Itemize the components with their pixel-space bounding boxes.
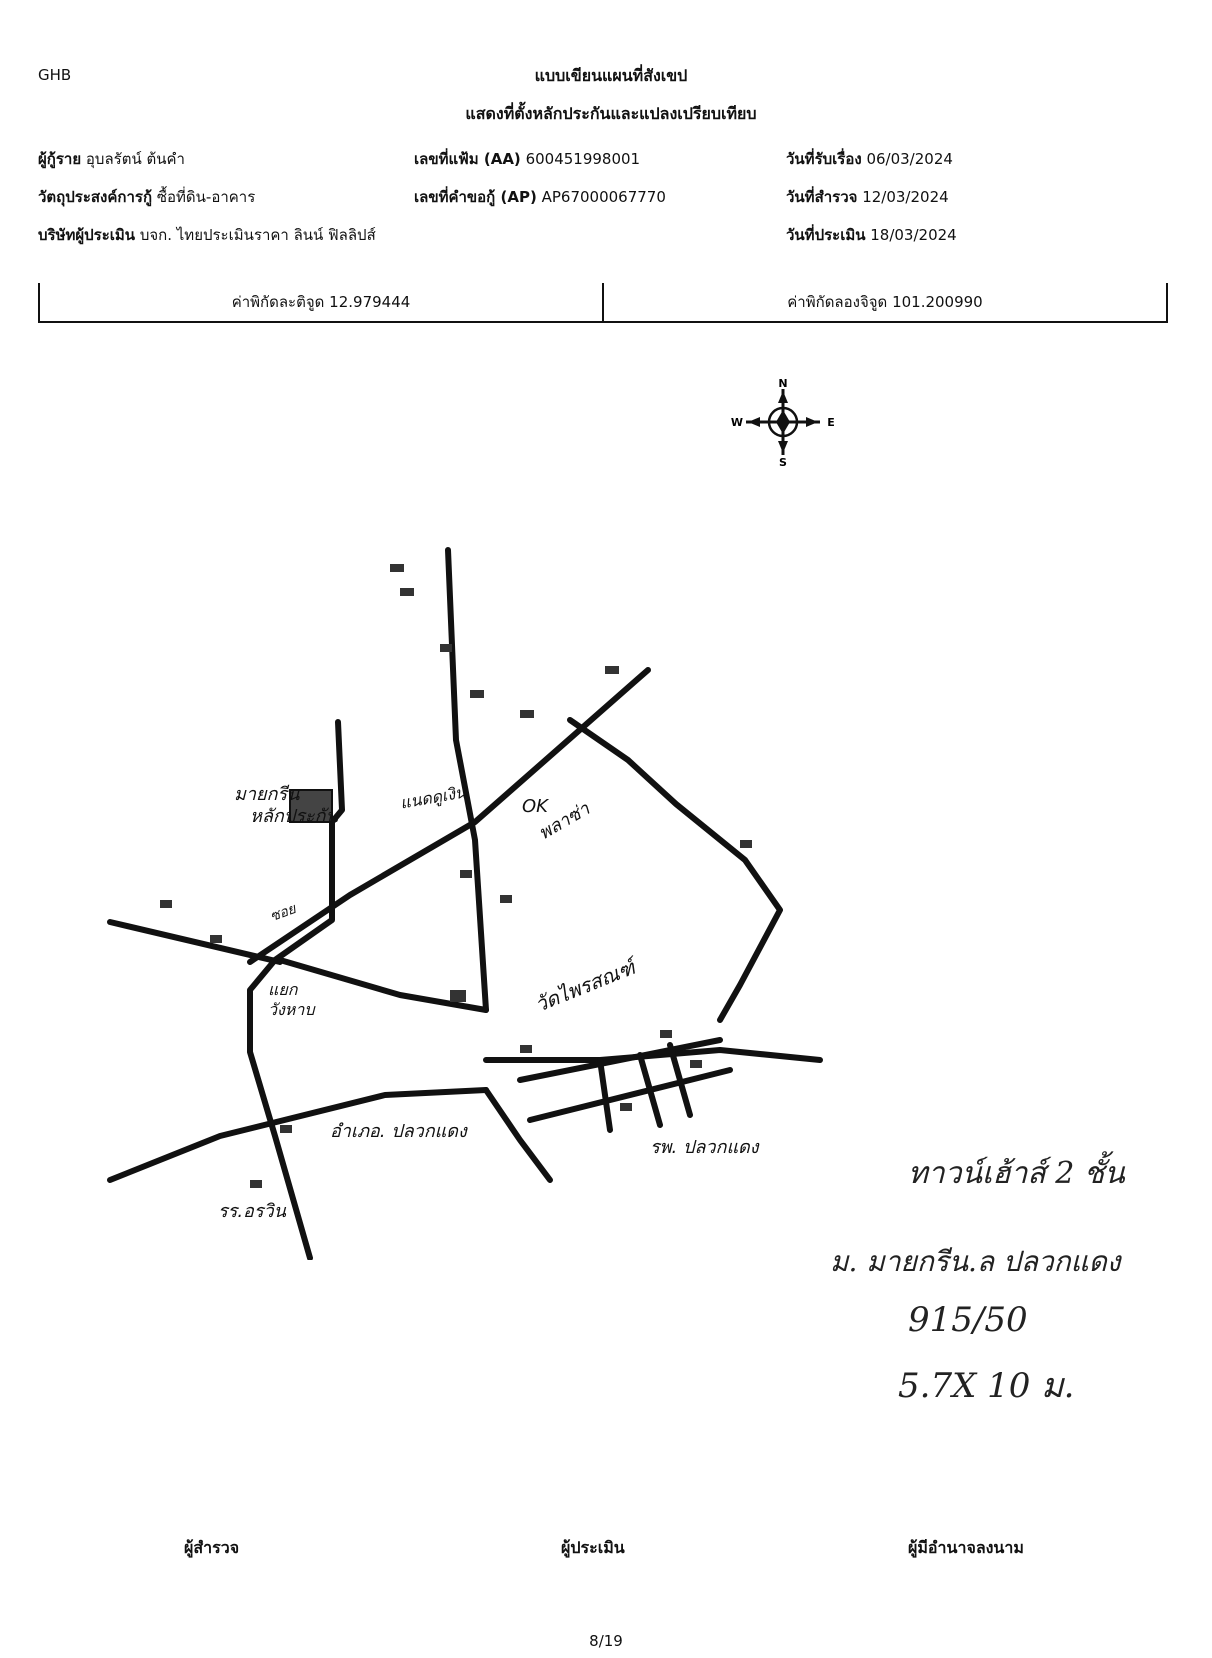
road-center-south <box>483 1087 553 1183</box>
authorized-signature-label: ผู้มีอำนาจลงนาม <box>908 1538 1024 1557</box>
received-date-label: วันที่รับเรื่อง <box>786 150 862 168</box>
latitude-value: 12.979444 <box>329 293 411 311</box>
road-south-west <box>247 957 313 1260</box>
note-village-name: ม. มายกรีน.ล ปลวกแดง <box>830 1245 1121 1278</box>
map-label-village: มายกรีน หลักประกัน <box>234 784 338 828</box>
survey-date-field: วันที่สำรวจ 12/03/2024 <box>786 185 949 209</box>
map-label-hospital: รพ. ปลวกแดง <box>650 1137 759 1158</box>
road-northeast <box>247 667 651 965</box>
note-dimensions: 5.7X 10 ม. <box>898 1366 1075 1406</box>
received-date-field: วันที่รับเรื่อง 06/03/2024 <box>786 147 953 171</box>
road-west <box>107 919 283 965</box>
road-southwest <box>107 1087 489 1183</box>
file-number-field: เลขที่แฟ้ม (AA) 600451998001 <box>414 147 640 171</box>
map-label-intersection-line2: วังหาบ <box>268 1000 315 1019</box>
appraisal-date-value: 18/03/2024 <box>870 226 957 244</box>
survey-date-value: 12/03/2024 <box>862 188 949 206</box>
note-building-type: ทาวน์เฮ้าส์ 2 ชั้น <box>908 1156 1125 1191</box>
map-label-ok: OK <box>522 796 548 817</box>
map-label-village-line2: หลักประกัน <box>250 806 338 827</box>
compass-n: N <box>778 377 787 390</box>
longitude-label: ค่าพิกัดลองจิจูด <box>787 293 888 311</box>
surveyor-signature-label: ผู้สำรวจ <box>184 1538 240 1557</box>
purpose-field: วัตถุประสงค์การกู้ ซื้อที่ดิน-อาคาร <box>38 185 255 209</box>
appraiser-signature-label: ผู้ประเมิน <box>561 1538 625 1557</box>
request-number-label: เลขที่คำขอกู้ (AP) <box>414 188 537 206</box>
sketch-map <box>107 547 823 1260</box>
appraiser-company-field: บริษัทผู้ประเมิน บจก. ไทยประเมินราคา ลิน… <box>38 223 376 247</box>
appraiser-company-value: บจก. ไทยประเมินราคา ลินน์ ฟิลลิปส์ <box>139 226 376 244</box>
map-label-village-line1: มายกรีน <box>234 784 300 805</box>
coordinates-box: ค่าพิกัดละติจูด 12.979444 ค่าพิกัดลองจิจ… <box>38 283 1168 323</box>
collateral-parcel <box>289 789 333 823</box>
road-grid <box>517 1037 733 1133</box>
received-date-value: 06/03/2024 <box>866 150 953 168</box>
borrower-value: อุบลรัตน์ ต้นคำ <box>85 150 185 168</box>
survey-date-label: วันที่สำรวจ <box>786 188 858 206</box>
map-label-district: อำเภอ. ปลวกแดง <box>330 1121 467 1142</box>
compass-w: W <box>731 416 743 429</box>
file-number-value: 600451998001 <box>525 150 641 168</box>
appraisal-date-label: วันที่ประเมิน <box>786 226 866 244</box>
road-north <box>445 547 489 1013</box>
map-label-intersection: แยก วังหาบ <box>268 980 314 1020</box>
document-subtitle: แสดงที่ตั้งหลักประกันและแปลงเปรียบเทียบ <box>465 104 757 123</box>
map-label-intersection-line1: แยก <box>268 980 298 999</box>
purpose-label: วัตถุประสงค์การกู้ <box>38 188 153 206</box>
document-code: GHB <box>38 66 72 84</box>
page-number: 8/19 <box>589 1632 623 1650</box>
compass-s: S <box>779 456 787 467</box>
latitude-cell: ค่าพิกัดละติจูด 12.979444 <box>40 283 602 321</box>
road-middle <box>277 957 489 1013</box>
request-number-field: เลขที่คำขอกู้ (AP) AP67000067770 <box>414 185 666 209</box>
purpose-value: ซื้อที่ดิน-อาคาร <box>156 188 256 206</box>
appraisal-date-field: วันที่ประเมิน 18/03/2024 <box>786 223 957 247</box>
longitude-cell: ค่าพิกัดลองจิจูด 101.200990 <box>602 283 1166 321</box>
file-number-label: เลขที่แฟ้ม (AA) <box>414 150 521 168</box>
appraiser-company-label: บริษัทผู้ประเมิน <box>38 226 136 244</box>
latitude-label: ค่าพิกัดละติจูด <box>231 293 325 311</box>
compass-e: E <box>827 416 835 429</box>
note-house-number: 915/50 <box>908 1300 1028 1340</box>
map-label-school: รร.อรวิน <box>218 1201 286 1222</box>
document-title: แบบเขียนแผนที่สังเขป <box>534 66 688 85</box>
borrower-field: ผู้กู้ราย อุบลรัตน์ ต้นคำ <box>38 147 185 171</box>
longitude-value: 101.200990 <box>892 293 983 311</box>
borrower-label: ผู้กู้ราย <box>38 150 82 168</box>
road-east-loop <box>567 717 783 1023</box>
request-number-value: AP67000067770 <box>541 188 666 206</box>
compass-rose-icon: N S W E <box>731 377 835 467</box>
